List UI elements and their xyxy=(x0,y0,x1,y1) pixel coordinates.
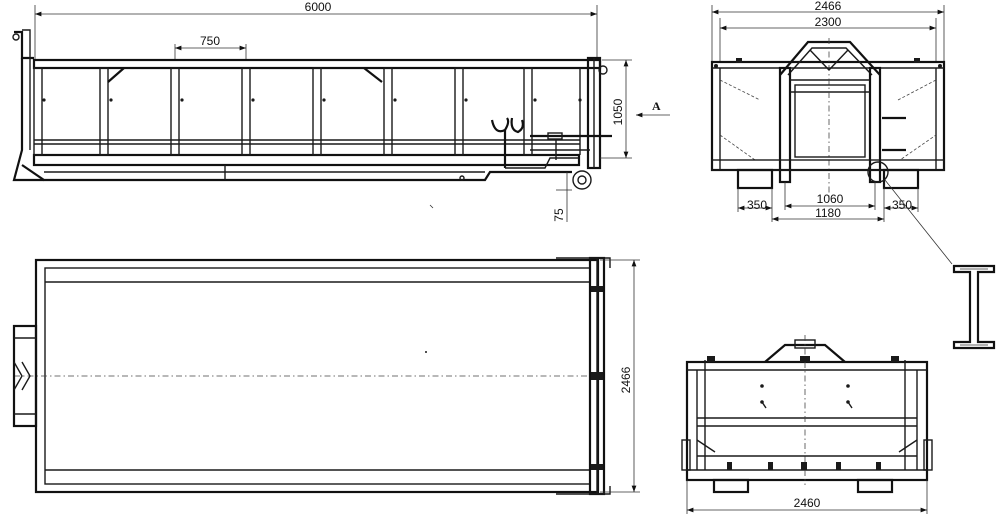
ibeam-detail xyxy=(952,264,996,350)
side-top-rail xyxy=(32,58,602,70)
view-label: A xyxy=(652,99,661,113)
dim-rail-left: 350 xyxy=(747,198,767,212)
dim-rail-spacing: 1060 xyxy=(817,192,844,206)
dim-side-height: 1050 xyxy=(611,98,625,125)
side-bolts xyxy=(42,98,582,102)
lock-hook xyxy=(490,117,510,133)
dim-frame-pitch: 750 xyxy=(200,34,220,48)
dim-end-width-outer: 2466 xyxy=(815,0,842,13)
end-a-frame xyxy=(779,40,881,76)
dim-side-length: 6000 xyxy=(305,0,332,14)
dim-roller-offset: 75 xyxy=(552,208,566,222)
dim-rail-right: 350 xyxy=(892,198,912,212)
dim-end-width-inner: 2300 xyxy=(815,15,842,29)
rear-view: 2460 xyxy=(681,335,933,514)
end-view: 2466 2300 xyxy=(710,0,953,265)
end-rail-left xyxy=(736,168,774,190)
detail-circle xyxy=(867,161,889,183)
side-bottom-rail xyxy=(32,153,581,167)
end-rail-right xyxy=(882,168,920,190)
top-view: 2466 xyxy=(12,256,640,496)
hook-post xyxy=(14,30,34,60)
dim-top-width: 2466 xyxy=(619,366,633,393)
side-posts xyxy=(33,67,533,156)
side-view: 6000 750 xyxy=(12,0,670,222)
dim-rail-outer: 1180 xyxy=(815,206,841,220)
sub-frame xyxy=(21,164,572,182)
rear-roller xyxy=(572,170,592,190)
top-hook xyxy=(12,324,38,428)
dim-rear-width: 2460 xyxy=(794,496,821,510)
